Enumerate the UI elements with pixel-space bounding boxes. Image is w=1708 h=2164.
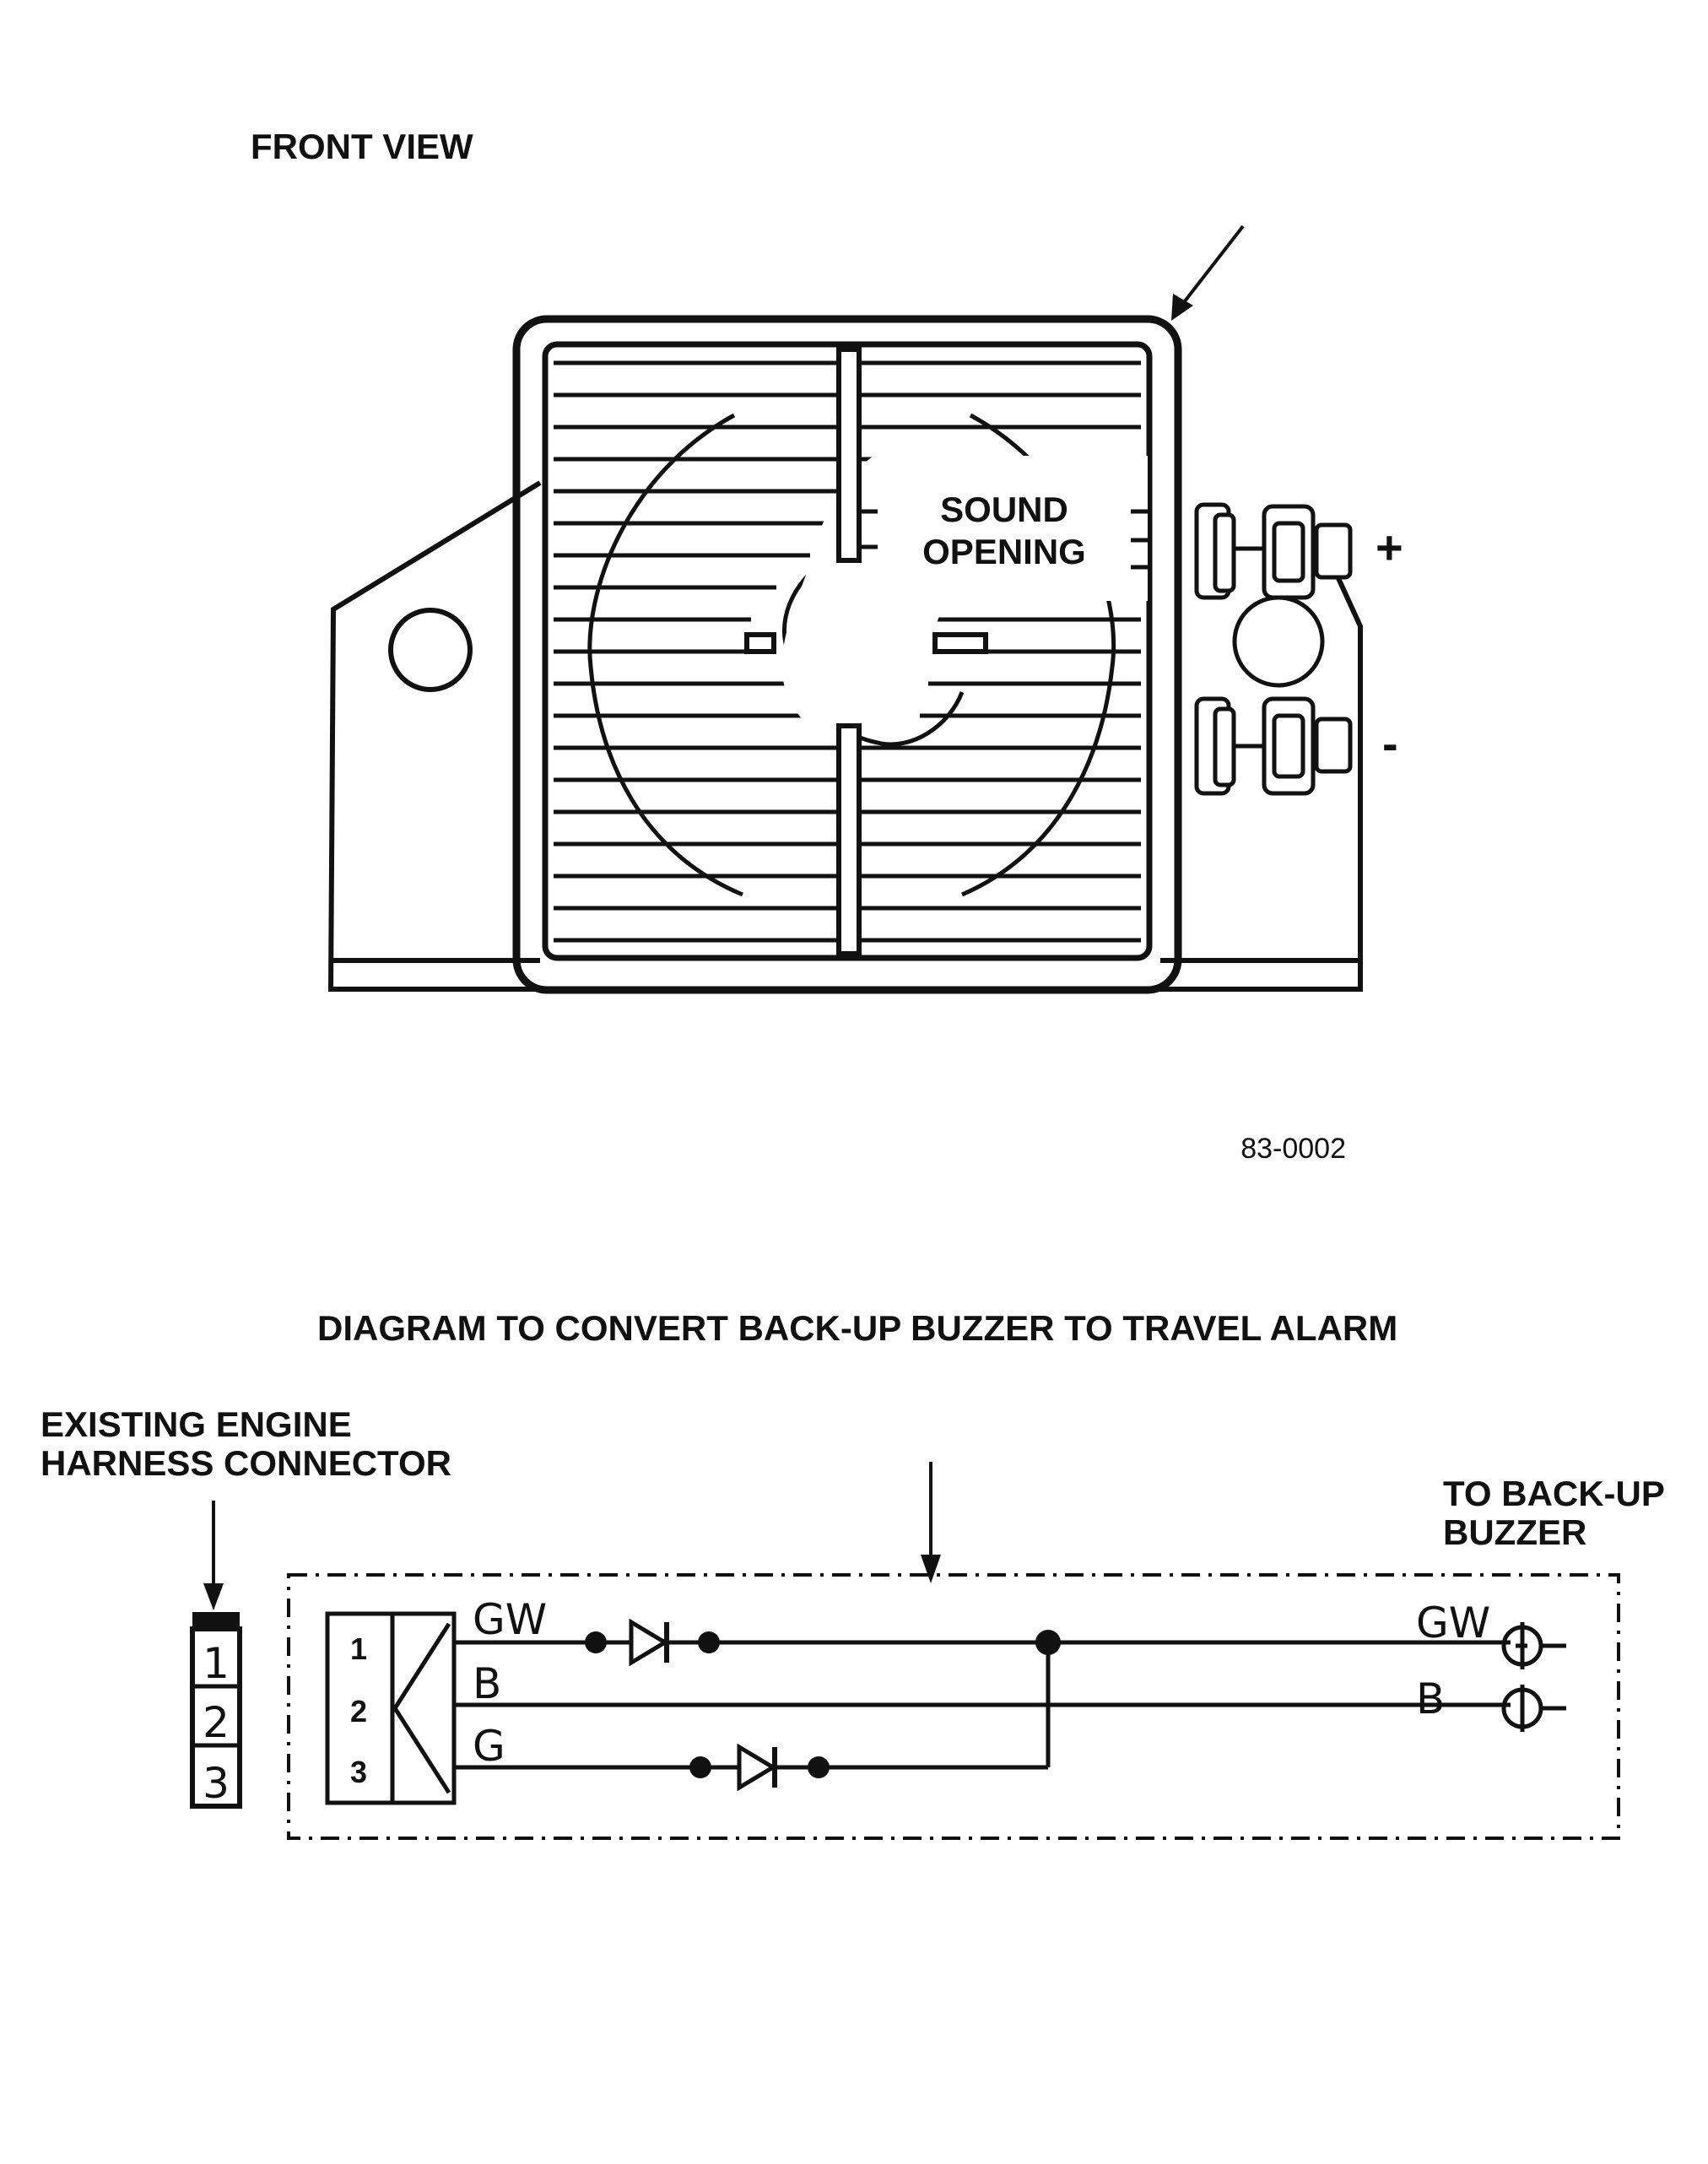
module-enclosure [287, 1573, 1620, 1840]
wiring-title: DIAGRAM TO CONVERT BACK-UP BUZZER TO TRA… [317, 1308, 1397, 1348]
mounting-hole [388, 608, 473, 692]
opening-ticks [861, 509, 1148, 570]
sound-opening-label-line1: SOUND [940, 490, 1068, 529]
negative-sign: - [1382, 717, 1398, 770]
harness-label-line2: HARNESS CONNECTOR [41, 1443, 451, 1483]
positive-sign: + [1376, 521, 1403, 574]
positive-terminal [1194, 502, 1353, 600]
harness-pin-1: 1 [203, 1639, 230, 1688]
harness-pin-2: 2 [203, 1698, 230, 1747]
buzzer-label-line1: TO BACK-UP [1443, 1474, 1665, 1513]
diode-gw [585, 1618, 720, 1667]
buzzer-plug-gw [1501, 1622, 1566, 1669]
module-pin-3: 3 [350, 1755, 367, 1789]
module-pin-1: 1 [350, 1631, 367, 1666]
module-arrow [921, 1462, 941, 1583]
wire-label-g: G [473, 1722, 505, 1771]
sound-opening-label-line2: OPENING [922, 532, 1086, 571]
vertical-divider [836, 347, 862, 956]
diode-g [689, 1743, 830, 1792]
negative-terminal [1194, 696, 1353, 796]
figure-number: 83-0002 [1240, 1133, 1346, 1165]
output-label-b: B [1416, 1674, 1445, 1723]
center-bars [744, 632, 988, 654]
housing-pointer-arrow [1171, 225, 1245, 321]
wiring-diagram: DIAGRAM TO CONVERT BACK-UP BUZZER TO TRA… [41, 1308, 1665, 1840]
junction-dot [1035, 1630, 1061, 1655]
sound-opening [781, 456, 1148, 743]
front-view-title: FRONT VIEW [251, 127, 473, 166]
module-pin-2: 2 [350, 1694, 367, 1728]
harness-arrow [203, 1501, 224, 1610]
alarm-housing [512, 315, 1182, 994]
wire-label-gw: GW [473, 1595, 547, 1644]
wire-label-b: B [473, 1659, 501, 1708]
harness-connector: 1 2 3 [190, 1612, 242, 1809]
front-view: FRONT VIEW [251, 127, 1403, 1165]
output-label-gw: GW [1416, 1599, 1490, 1647]
module-connector [325, 1611, 457, 1805]
terminal-post [1232, 595, 1325, 688]
buzzer-label-line2: BUZZER [1443, 1512, 1586, 1552]
buzzer-plug-b [1501, 1685, 1566, 1732]
harness-label-line1: EXISTING ENGINE [41, 1404, 352, 1444]
harness-pin-3: 3 [203, 1759, 230, 1808]
